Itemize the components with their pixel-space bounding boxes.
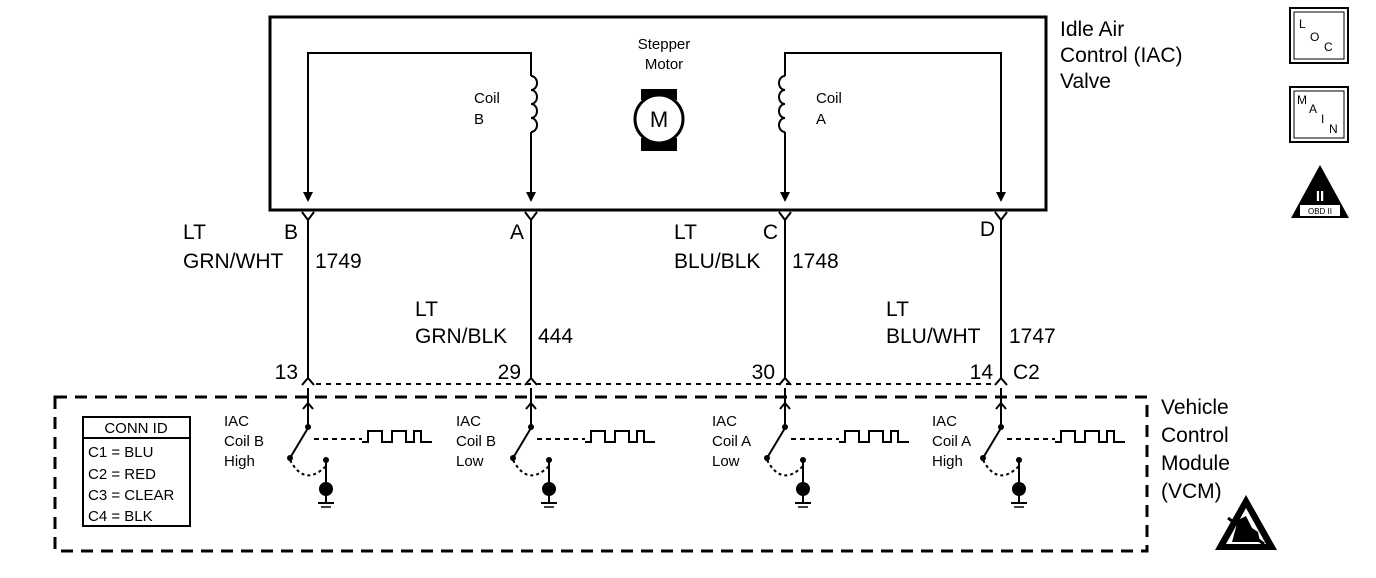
driver-coil-a-low: IAC Coil A Low: [712, 388, 909, 508]
vcm-pin-14: 14: [970, 361, 994, 384]
driver-switch-icon: [512, 388, 655, 482]
wire-3-color-line-1: LT: [674, 221, 697, 244]
driver-3-line-1: IAC: [712, 413, 737, 430]
wire-2-circuit: 444: [538, 325, 573, 348]
wire-4-color-line-2: BLU/WHT: [886, 325, 981, 348]
coil-b-label-line-1: Coil: [474, 90, 500, 107]
driver-switch-icon: [982, 388, 1125, 482]
pin-letter-d: D: [980, 218, 995, 241]
vcm-title: Vehicle Control Module (VCM): [1161, 396, 1230, 503]
vcm-pin-29: 29: [498, 361, 521, 384]
main-icon[interactable]: M A I N: [1289, 86, 1349, 143]
conn-id-row-1: C1 = BLU: [88, 444, 153, 461]
connector-marks: [301, 211, 1008, 222]
driver-1-line-1: IAC: [224, 413, 249, 430]
wire-2-color-line-1: LT: [415, 298, 438, 321]
driver-coil-b-low: IAC Coil B Low: [456, 388, 655, 508]
pin-letter-c: C: [763, 221, 778, 244]
vcm-box: [53, 395, 1149, 553]
driver-1-line-3: High: [224, 453, 255, 470]
driver-2-line-2: Coil B: [456, 433, 496, 450]
coil-a-label-line-2: A: [816, 111, 826, 128]
connector-c2-label: C2: [1013, 361, 1040, 384]
pin-letter-a: A: [510, 221, 524, 244]
iac-title-line-1: Idle Air: [1060, 18, 1124, 41]
coil-a-label-line-1: Coil: [816, 90, 842, 107]
loc-letter-c: C: [1324, 40, 1333, 54]
ground-icon: [795, 482, 811, 508]
stepper-motor-icon: M: [633, 89, 685, 151]
loc-letter-l: L: [1299, 17, 1306, 31]
driver-1-line-2: Coil B: [224, 433, 264, 450]
conn-id-row-4: C4 = BLK: [88, 508, 153, 525]
driver-3-line-3: Low: [712, 453, 740, 470]
driver-switch-icon: [289, 388, 432, 482]
conn-id-row-3: C3 = CLEAR: [88, 487, 174, 504]
wire-1-circuit: 1749: [315, 250, 362, 273]
coil-b-wiring: [307, 52, 538, 197]
vcm-title-line-2: Control: [1161, 424, 1229, 447]
motor-symbol: M: [650, 107, 668, 132]
vcm-connector: [301, 376, 1008, 386]
driver-4-line-3: High: [932, 453, 963, 470]
pin-arrows: [303, 192, 1006, 202]
wire-1-color-line-1: LT: [183, 221, 206, 244]
vcm-title-line-1: Vehicle: [1161, 396, 1229, 419]
driver-coil-b-high: IAC Coil B High: [224, 388, 432, 508]
obd-label: OBD II: [1308, 207, 1332, 216]
stepper-label-line-1: Stepper: [638, 36, 691, 53]
ground-icon: [318, 482, 334, 508]
vcm-title-line-4: (VCM): [1161, 480, 1222, 503]
iac-valve-title: Idle Air Control (IAC) Valve: [1060, 18, 1183, 93]
wire-3-circuit: 1748: [792, 250, 839, 273]
vcm-pin-13: 13: [275, 361, 298, 384]
wire-1-color-line-2: GRN/WHT: [183, 250, 283, 273]
loc-letter-o: O: [1310, 30, 1319, 44]
main-letter-a: A: [1309, 102, 1317, 116]
iac-valve-box: [268, 15, 1048, 212]
stepper-label-line-2: Motor: [645, 56, 683, 73]
loc-icon[interactable]: L O C: [1289, 7, 1349, 64]
coil-b-label-line-2: B: [474, 111, 484, 128]
vcm-title-line-3: Module: [1161, 452, 1230, 475]
esd-warning-icon: [1215, 495, 1277, 550]
wire-4-color-line-1: LT: [886, 298, 909, 321]
conn-id-header: CONN ID: [104, 420, 168, 437]
driver-2-line-3: Low: [456, 453, 484, 470]
driver-2-line-1: IAC: [456, 413, 481, 430]
coil-a-wiring: [778, 52, 1002, 197]
driver-4-line-2: Coil A: [932, 433, 971, 450]
conn-id-table: CONN ID C1 = BLU C2 = RED C3 = CLEAR C4 …: [82, 416, 191, 527]
iac-title-line-2: Control (IAC): [1060, 44, 1183, 67]
conn-id-row-2: C2 = RED: [88, 466, 156, 483]
iac-title-line-3: Valve: [1060, 70, 1111, 93]
wire-2-color-line-2: GRN/BLK: [415, 325, 507, 348]
main-letter-n: N: [1329, 122, 1338, 136]
driver-switch-icon: [766, 388, 909, 482]
driver-3-line-2: Coil A: [712, 433, 751, 450]
wire-3-color-line-2: BLU/BLK: [674, 250, 760, 273]
driver-coil-a-high: IAC Coil A High: [932, 388, 1125, 508]
obd-numeral: II: [1316, 188, 1324, 205]
ground-icon: [1011, 482, 1027, 508]
main-letter-m: M: [1297, 93, 1307, 107]
main-letter-i: I: [1321, 112, 1324, 126]
harness-wires: [307, 220, 1002, 378]
ground-icon: [541, 482, 557, 508]
obd-ii-icon[interactable]: II OBD II: [1291, 165, 1349, 218]
wire-4-circuit: 1747: [1009, 325, 1056, 348]
vcm-pin-30: 30: [752, 361, 775, 384]
pin-letter-b: B: [284, 221, 298, 244]
driver-4-line-1: IAC: [932, 413, 957, 430]
